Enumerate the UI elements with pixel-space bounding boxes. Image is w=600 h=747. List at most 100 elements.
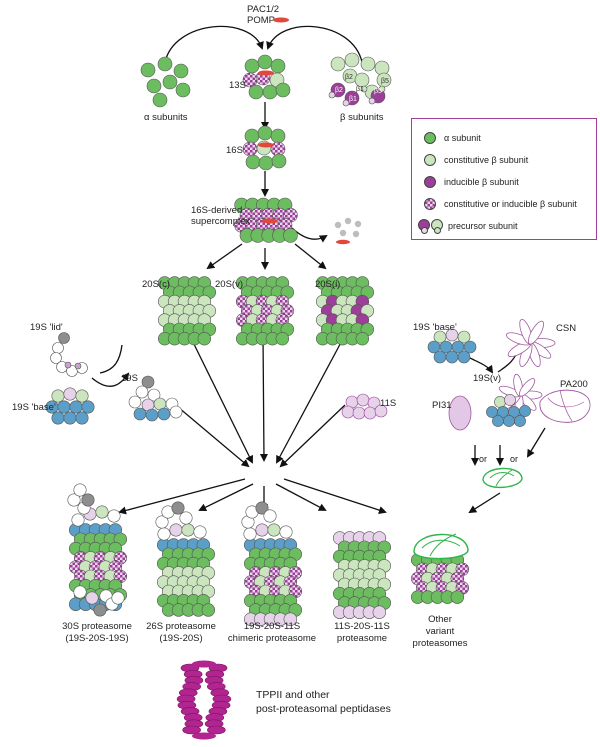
- constitutive-beta-swatch: [424, 154, 436, 166]
- 20s-constitutive: [157, 276, 217, 346]
- chimeric-label-1: 19S-20S-11S: [244, 621, 300, 632]
- 20si-label: 20S(i): [315, 279, 340, 290]
- pomp-label: POMP: [247, 15, 275, 26]
- 11s-to-hub-arrow: [279, 404, 346, 468]
- 20s-variant: [235, 276, 295, 346]
- 26s-label-2: (19S-20S): [159, 633, 202, 644]
- 20s-immuno: [315, 276, 375, 346]
- beta2-label: β2: [345, 74, 353, 81]
- 11s20s-label-2: proteasome: [337, 633, 387, 644]
- 13s-complex: [242, 54, 291, 100]
- 11s-20s-11s-proteasome: [332, 531, 392, 619]
- hub-to-11s20s-arrow: [275, 483, 327, 511]
- variant-cap-icon: [482, 467, 523, 488]
- 11s-label: 11S: [380, 398, 396, 409]
- 20sc-to-hub-arrow: [187, 331, 253, 464]
- pi31-label: PI31: [432, 400, 452, 411]
- tppii-complex: [176, 660, 232, 740]
- 11s20s-label-1: 11S-20S-11S: [334, 621, 390, 632]
- 16s-label: 16S: [226, 145, 243, 156]
- 19s-base-complex-right: [427, 328, 477, 364]
- 20sv-label: 20S(v): [215, 279, 243, 290]
- hub-to-26s-arrow: [198, 483, 254, 511]
- 20sv-to-hub-arrow: [259, 334, 268, 462]
- legend-row-alpha: α subunit: [424, 131, 481, 145]
- legend-label: α subunit: [444, 133, 481, 143]
- legend-row-inducible: inducible β subunit: [424, 175, 519, 189]
- legend-label: inducible β subunit: [444, 177, 519, 187]
- released-chaperones: [334, 217, 362, 245]
- base-to-19s-arrow: [99, 344, 123, 374]
- 13s-label: 13S: [229, 80, 246, 91]
- mixed-beta-swatch: [424, 198, 436, 210]
- supercomplex-label-1: 16S-derived: [191, 205, 242, 216]
- 19s-base-label-right: 19S 'base': [413, 322, 457, 333]
- beta-to-13s-arrow: [266, 25, 363, 63]
- alpha-subunit-swatch: [424, 132, 436, 144]
- beta5-label: β5: [381, 78, 389, 85]
- pa200-icon: [539, 389, 591, 423]
- pa200-to-or-arrow: [526, 427, 546, 458]
- inducible-beta-swatch: [424, 176, 436, 188]
- chimeric-proteasome: [241, 501, 303, 626]
- 19sv-complex: [486, 373, 543, 427]
- beta2i-label: β2: [335, 87, 343, 94]
- 20si-to-hub-arrow: [276, 334, 346, 464]
- hub-to-other-arrow: [283, 478, 387, 514]
- 19s-complex: [128, 375, 183, 422]
- legend-label: constitutive or inducible β subunit: [444, 199, 577, 209]
- csn-label: CSN: [556, 323, 576, 334]
- pac-label: PAC1/2: [247, 4, 279, 15]
- lid-to-19s-arrow: [91, 372, 130, 387]
- csn-complex: [506, 319, 556, 367]
- beta1-label: β1: [356, 86, 364, 93]
- 19s-lid-complex: [50, 332, 88, 377]
- supercomplex: [234, 197, 298, 243]
- 19sv-label: 19S(v): [473, 373, 501, 384]
- 19s-to-hub-arrow: [171, 401, 250, 468]
- 19s-base-label-left: 19S 'base': [12, 402, 56, 413]
- 26s-label-1: 26S proteasome: [146, 621, 216, 632]
- precursor-swatch: [418, 219, 444, 234]
- 20sc-label: 20S(c): [142, 279, 170, 290]
- alpha-subunits-label: α subunits: [144, 112, 188, 123]
- legend-label: constitutive β subunit: [444, 155, 529, 165]
- pa200-label: PA200: [560, 379, 588, 390]
- other-variant-proteasome: [410, 533, 470, 604]
- tpp-label-2: post-proteasomal peptidases: [256, 703, 391, 715]
- 30s-label-2: (19S-20S-19S): [65, 633, 128, 644]
- legend-row-precursor: precursor subunit: [418, 219, 518, 234]
- beta1i-label: β1: [349, 96, 357, 103]
- green-to-other-arrow: [468, 492, 501, 514]
- or-label-1: or: [479, 454, 487, 464]
- super-to-20sc-arrow: [206, 243, 243, 270]
- 19s-label: 19S: [121, 373, 138, 384]
- other-label-2: variant: [426, 626, 455, 637]
- legend: α subunit constitutive β subunit inducib…: [411, 118, 597, 240]
- beta-subunits-label: β subunits: [340, 112, 384, 123]
- 26s-proteasome: [155, 501, 216, 617]
- beta5i-label: β5: [374, 88, 382, 95]
- other-label-3: proteasomes: [413, 638, 468, 649]
- other-label-1: Other: [428, 614, 452, 625]
- super-to-20si-arrow: [294, 243, 327, 270]
- 16s-complex: [242, 125, 287, 171]
- base-to-19sv-arrow: [469, 357, 494, 374]
- arrows: [91, 25, 546, 515]
- pi31-icon: [448, 395, 472, 431]
- or-label-2: or: [510, 454, 518, 464]
- chimeric-label-2: chimeric proteasome: [228, 633, 316, 644]
- 11s-complex: [341, 393, 388, 420]
- supercomplex-label-2: supercomplex: [191, 216, 250, 227]
- legend-row-constitutive: constitutive β subunit: [424, 153, 528, 167]
- 30s-proteasome: [67, 483, 128, 617]
- 30s-label-1: 30S proteasome: [62, 621, 132, 632]
- 19s-lid-label: 19S 'lid': [30, 322, 63, 333]
- hub-to-30s-arrow: [118, 478, 246, 515]
- beta-subunits-cluster: [328, 52, 392, 107]
- legend-label: precursor subunit: [448, 221, 518, 231]
- pomp-icon: [273, 17, 289, 23]
- alpha-to-13s-arrow: [164, 25, 264, 63]
- tpp-label-1: TPPII and other: [256, 689, 330, 701]
